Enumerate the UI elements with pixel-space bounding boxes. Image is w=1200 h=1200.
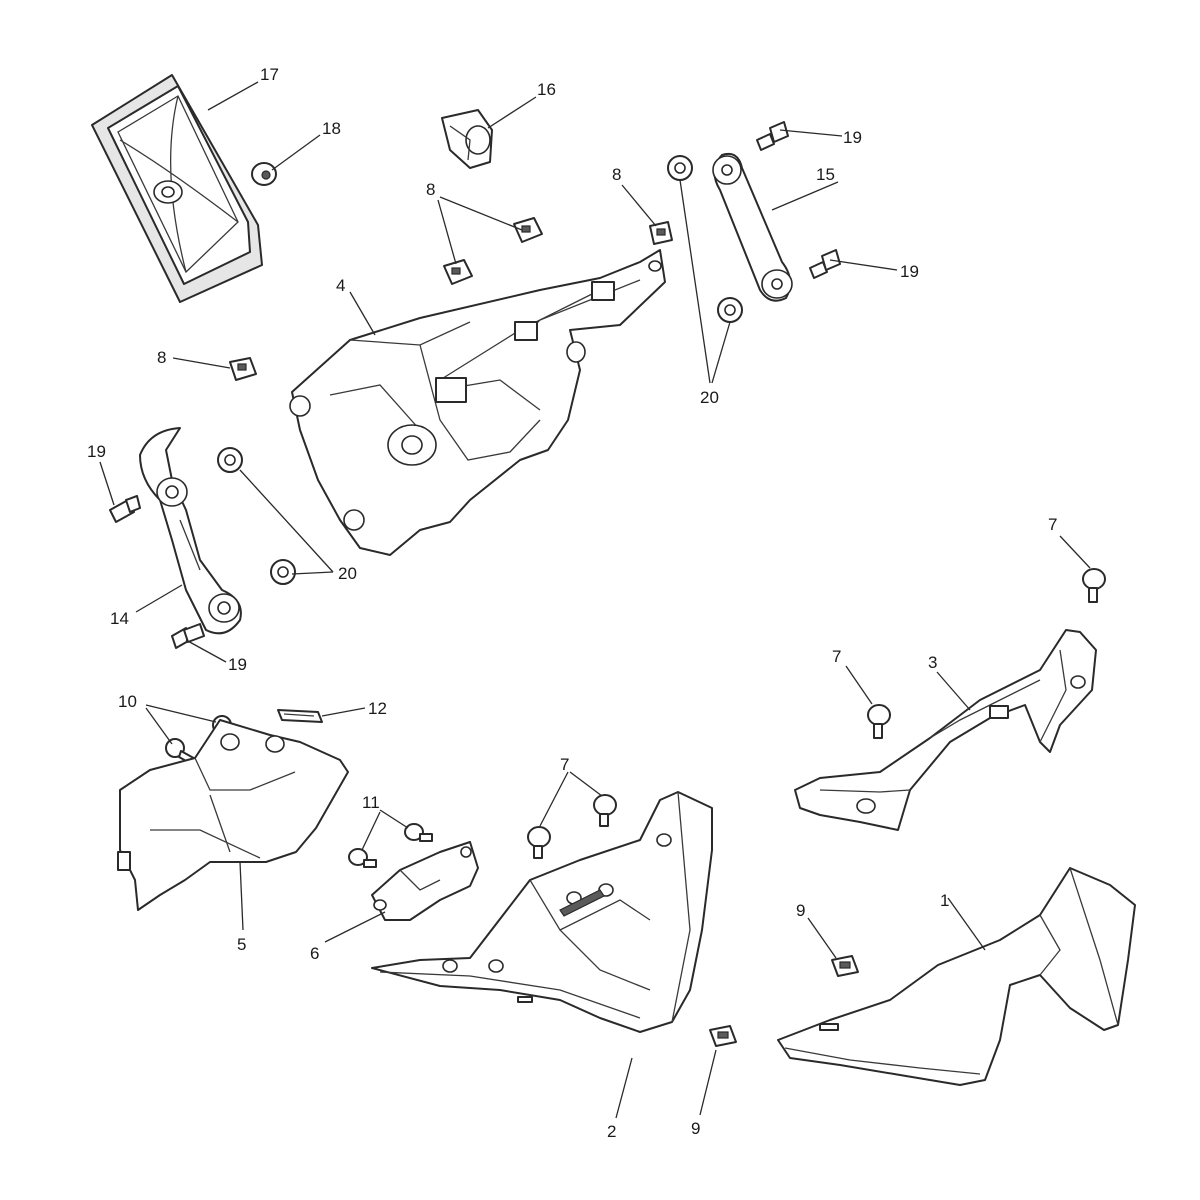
callout-5: 5 — [237, 935, 246, 954]
callout-12: 12 — [368, 699, 387, 718]
part-9-clip-a — [831, 955, 859, 977]
part-19-bolt-a — [756, 121, 789, 151]
callout-9: 9 — [796, 901, 805, 920]
part-20-washer-d — [270, 559, 296, 585]
part-8-clip-nut-d — [229, 357, 257, 381]
callout-8: 8 — [426, 180, 435, 199]
callout-15: 15 — [816, 165, 835, 184]
part-7-bolt-b — [867, 704, 891, 739]
part-8-clip-nut-a — [513, 217, 543, 243]
part-14-link-bracket — [139, 427, 242, 635]
callout-14: 14 — [110, 609, 129, 628]
part-7-bolt-d — [527, 826, 551, 859]
callout-8: 8 — [157, 348, 166, 367]
part-4-main-bracket — [289, 249, 666, 556]
callout-1: 1 — [940, 891, 949, 910]
callout-6: 6 — [310, 944, 319, 963]
callout-19: 19 — [900, 262, 919, 281]
callout-7: 7 — [1048, 515, 1057, 534]
part-19-bolt-c — [109, 495, 141, 523]
part-8-clip-nut-b — [443, 259, 473, 285]
callout-labels: 17 18 16 8 8 19 15 19 4 20 8 19 20 14 19… — [87, 65, 1057, 1141]
part-20-washer-a — [667, 155, 693, 181]
callout-7: 7 — [560, 755, 569, 774]
part-7-bolt-c — [593, 794, 617, 827]
part-11-screw-a — [404, 823, 433, 842]
part-20-washer-b — [717, 297, 743, 323]
part-9-clip-b — [709, 1025, 737, 1047]
part-12-clip — [277, 709, 323, 723]
part-17-display-frame — [91, 74, 263, 303]
callout-16: 16 — [537, 80, 556, 99]
part-18-grommet — [251, 162, 277, 186]
part-5-left-duct — [117, 719, 349, 911]
callout-4: 4 — [336, 276, 345, 295]
callout-17: 17 — [260, 65, 279, 84]
part-8-clip-nut-c — [649, 221, 673, 245]
callout-2: 2 — [607, 1122, 616, 1141]
callout-11: 11 — [362, 793, 380, 812]
part-2-lower-fairing — [371, 791, 713, 1033]
callout-20: 20 — [338, 564, 357, 583]
part-19-bolt-d — [171, 623, 205, 649]
part-6-small-bracket — [371, 841, 479, 921]
callout-10: 10 — [118, 692, 137, 711]
callout-7: 7 — [832, 647, 841, 666]
callout-3: 3 — [928, 653, 937, 672]
callout-18: 18 — [322, 119, 341, 138]
part-3-fairing-bracket — [794, 629, 1097, 831]
callout-19: 19 — [87, 442, 106, 461]
callout-9: 9 — [691, 1119, 700, 1138]
leader-lines — [99, 81, 1091, 1119]
callout-19: 19 — [843, 128, 862, 147]
callout-8: 8 — [612, 165, 621, 184]
part-15-link-bracket — [712, 152, 793, 302]
part-7-bolt-a — [1082, 568, 1106, 603]
part-20-washer-c — [217, 447, 243, 473]
part-1-lower-fairing-panel — [777, 867, 1136, 1086]
part-19-bolt-b — [809, 249, 841, 279]
part-11-screw-b — [348, 848, 377, 868]
callout-20: 20 — [700, 388, 719, 407]
callout-19: 19 — [228, 655, 247, 674]
part-16-connector — [441, 109, 493, 169]
